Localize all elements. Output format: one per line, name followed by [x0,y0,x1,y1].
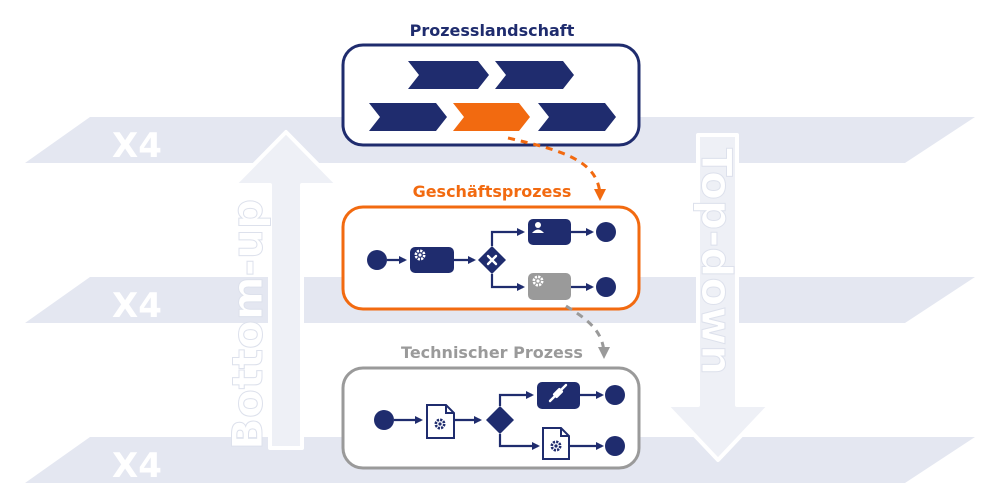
chevron-1 [408,61,489,89]
bottom-up-label: Bottom-up [223,199,272,450]
plug-icon [548,383,568,403]
business-process-flow [367,219,616,300]
start-event [367,250,387,270]
end-event-1 [605,385,625,405]
start-event [374,410,394,430]
bottom-up-arrow: Bottom-up [223,130,340,451]
chevron-2 [495,61,574,89]
service-task-highlighted [528,273,571,300]
end-event-2 [596,277,616,297]
chevron-3 [369,103,447,131]
layer-title-technischer-prozess: Technischer Prozess [401,343,583,362]
layer-title-prozesslandschaft: Prozesslandschaft [410,21,575,40]
plane-middle-label: X4 [112,286,162,326]
plane-bottom-label: X4 [112,446,162,486]
drilldown-link-grey [565,304,610,359]
layer-title-geschaeftsprozess: Geschäftsprozess [413,182,572,201]
service-task [410,247,454,273]
end-event-1 [596,222,616,242]
document-gear-icon [426,404,455,439]
user-icon [532,222,544,233]
document-gear-icon [542,427,570,460]
end-event-2 [605,436,625,456]
drilldown-link-orange [507,136,606,201]
chevron-5 [538,103,616,131]
chevron-highlighted [453,103,530,131]
top-down-arrow: Top-down [664,133,772,462]
value-chain [369,61,616,131]
gateway [486,406,514,434]
technical-process-flow [374,382,625,460]
plane-top-label: X4 [112,126,162,166]
top-down-label: Top-down [692,148,741,375]
